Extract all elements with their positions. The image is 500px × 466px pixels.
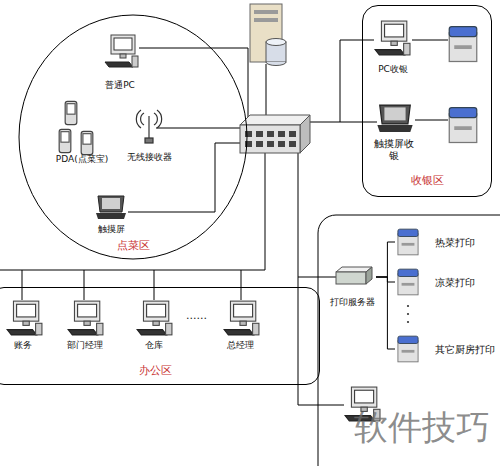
device-label: 无线接收器 [124, 152, 174, 162]
antenna-icon [136, 110, 161, 143]
server-bay [254, 18, 278, 22]
ellipse-outline [19, 15, 247, 259]
connector-line [376, 242, 395, 277]
switch-front [240, 125, 300, 153]
antenna-wave [141, 113, 158, 125]
device-node: 触摸屏收银 [372, 98, 416, 162]
network-wires [0, 40, 500, 466]
print-server-icon [336, 267, 372, 284]
pda-icon [65, 101, 77, 124]
device-label: 凉菜打印 [435, 277, 479, 289]
device-label: 其它厨房打印 [435, 344, 499, 356]
switch-port [256, 141, 263, 147]
device-node: 触摸屏 [92, 192, 130, 238]
pda-icon [81, 131, 93, 154]
device-node: 总经理 [216, 298, 264, 354]
device-label: PDA(点菜宝) [52, 154, 112, 164]
zone-label: 收银区 [363, 175, 491, 188]
server-icon [250, 4, 286, 66]
wire [266, 64, 267, 115]
switch-port [267, 131, 274, 137]
switch-icon [240, 115, 310, 153]
dot [407, 321, 409, 323]
printer-icon [449, 108, 477, 143]
device-label: 打印服务器 [328, 297, 376, 307]
pc-icon [224, 301, 259, 335]
antenna-base [145, 138, 153, 143]
device-label: 账务 [2, 340, 44, 350]
switch-port [278, 141, 285, 147]
device-node: PC收银 [368, 18, 418, 78]
device-node: 无线接收器 [124, 108, 174, 166]
device-node: PDA(点菜宝) [52, 98, 112, 168]
switch-port [289, 131, 296, 137]
watermark: 软件技巧 [354, 410, 490, 444]
device-node: 其它厨房打印 [395, 333, 499, 365]
printer-icon [449, 27, 477, 62]
switch-port [267, 141, 274, 147]
server-bay [254, 10, 278, 14]
print-area-outline [318, 215, 500, 466]
database-bottom [266, 62, 286, 66]
device-label: 触摸屏收银 [374, 138, 414, 161]
continuation-dots [407, 305, 409, 323]
zone-label: 办公区 [0, 365, 319, 378]
switch-port [289, 141, 296, 147]
device-node: 凉菜打印 [395, 266, 479, 298]
printer-icon [398, 269, 418, 295]
device-node: 部门经理 [60, 298, 110, 354]
dot [407, 313, 409, 315]
touch-icon [377, 105, 412, 132]
switch-port [278, 131, 285, 137]
database-top [266, 39, 286, 46]
wire [156, 128, 240, 129]
connector-line [376, 277, 395, 349]
switch-port [256, 131, 263, 137]
device-node: 普通PC [98, 32, 142, 94]
switch-port [245, 141, 252, 147]
zone-box: 办公区 账务 部门经理 仓库 总经理 [0, 287, 320, 385]
wire [412, 40, 448, 120]
printer-icon [398, 229, 418, 255]
pc-icon [137, 301, 172, 335]
zone-ellipse: 点菜区 普通PC PDA(点菜宝) 无线接收器触摸屏 [18, 14, 248, 260]
print-server-front [336, 272, 366, 284]
ellipsis-note: ...... [186, 310, 207, 321]
wire [22, 270, 241, 300]
touch-icon [96, 196, 126, 219]
wire [139, 48, 248, 118]
dot [407, 305, 409, 307]
device-label: PC收银 [368, 64, 418, 74]
device-label: 热菜打印 [435, 237, 479, 249]
pc-icon [7, 301, 42, 335]
pc-icon [375, 21, 410, 55]
device-node: 仓库 [132, 298, 176, 354]
zone-label: 点菜区 [18, 240, 248, 253]
wire [310, 40, 377, 122]
switch-top [240, 115, 310, 125]
device-label: 普通PC [98, 80, 142, 90]
device-label: 仓库 [132, 340, 176, 350]
pc-icon [68, 301, 103, 335]
pda-icon [59, 129, 71, 152]
switch-side [300, 115, 310, 153]
printer-icon [398, 336, 418, 362]
device-node: 打印服务器 [328, 262, 376, 310]
connector-line [376, 277, 395, 282]
device-label: 触摸屏 [92, 224, 130, 234]
print-server-side [366, 267, 372, 284]
wire [0, 153, 265, 270]
antenna-wave [136, 110, 161, 128]
ellipse-outline [18, 14, 248, 260]
device-label: 部门经理 [60, 340, 110, 350]
device-node: 热菜打印 [395, 226, 479, 258]
zone-box: 收银区 PC收银触摸屏收银 [362, 5, 492, 197]
switch-port [245, 131, 252, 137]
pc-icon [105, 35, 138, 67]
device-label: 总经理 [216, 340, 264, 350]
device-node: 账务 [2, 298, 44, 354]
